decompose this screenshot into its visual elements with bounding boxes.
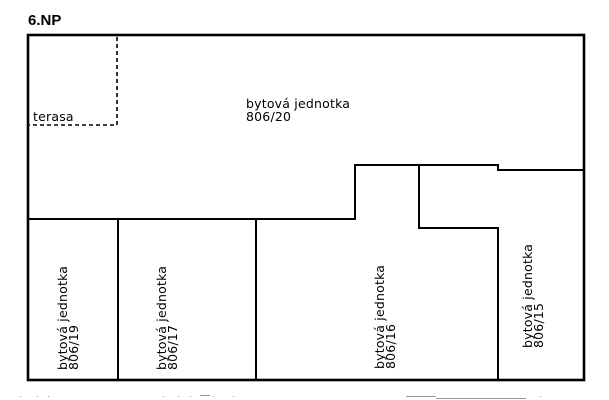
unit-15-label-line2: 806/15 <box>531 303 546 348</box>
unit-16-label-line1: bytová jednotka <box>372 265 387 369</box>
unit-17-label-line1: bytová jednotka <box>154 266 169 370</box>
unit-19-label: bytová jednotka 806/19 <box>55 266 81 370</box>
scan-artifacts <box>20 395 541 399</box>
unit-16-label-line2: 806/16 <box>383 324 398 369</box>
unit-20-label-line2: 806/20 <box>246 109 291 124</box>
unit-20-label-line1: bytová jednotka <box>246 96 350 111</box>
unit-19-label-line2: 806/19 <box>66 325 81 370</box>
terasa-label: terasa <box>33 109 74 124</box>
unit-15-label: bytová jednotka 806/15 <box>520 244 546 348</box>
unit-16-label: bytová jednotka 806/16 <box>372 265 398 369</box>
floor-title: 6.NP <box>28 12 61 29</box>
unit-20-label: bytová jednotka 806/20 <box>246 96 350 124</box>
unit-17-label: bytová jednotka 806/17 <box>154 266 180 370</box>
divider-16-15 <box>418 165 499 379</box>
unit-19-label-line1: bytová jednotka <box>55 266 70 370</box>
terasa-outline <box>29 37 118 126</box>
unit-20-boundary <box>29 164 583 220</box>
outer-boundary <box>26 33 586 382</box>
unit-17-label-line2: 806/17 <box>165 325 180 370</box>
unit-15-label-line1: bytová jednotka <box>520 244 535 348</box>
